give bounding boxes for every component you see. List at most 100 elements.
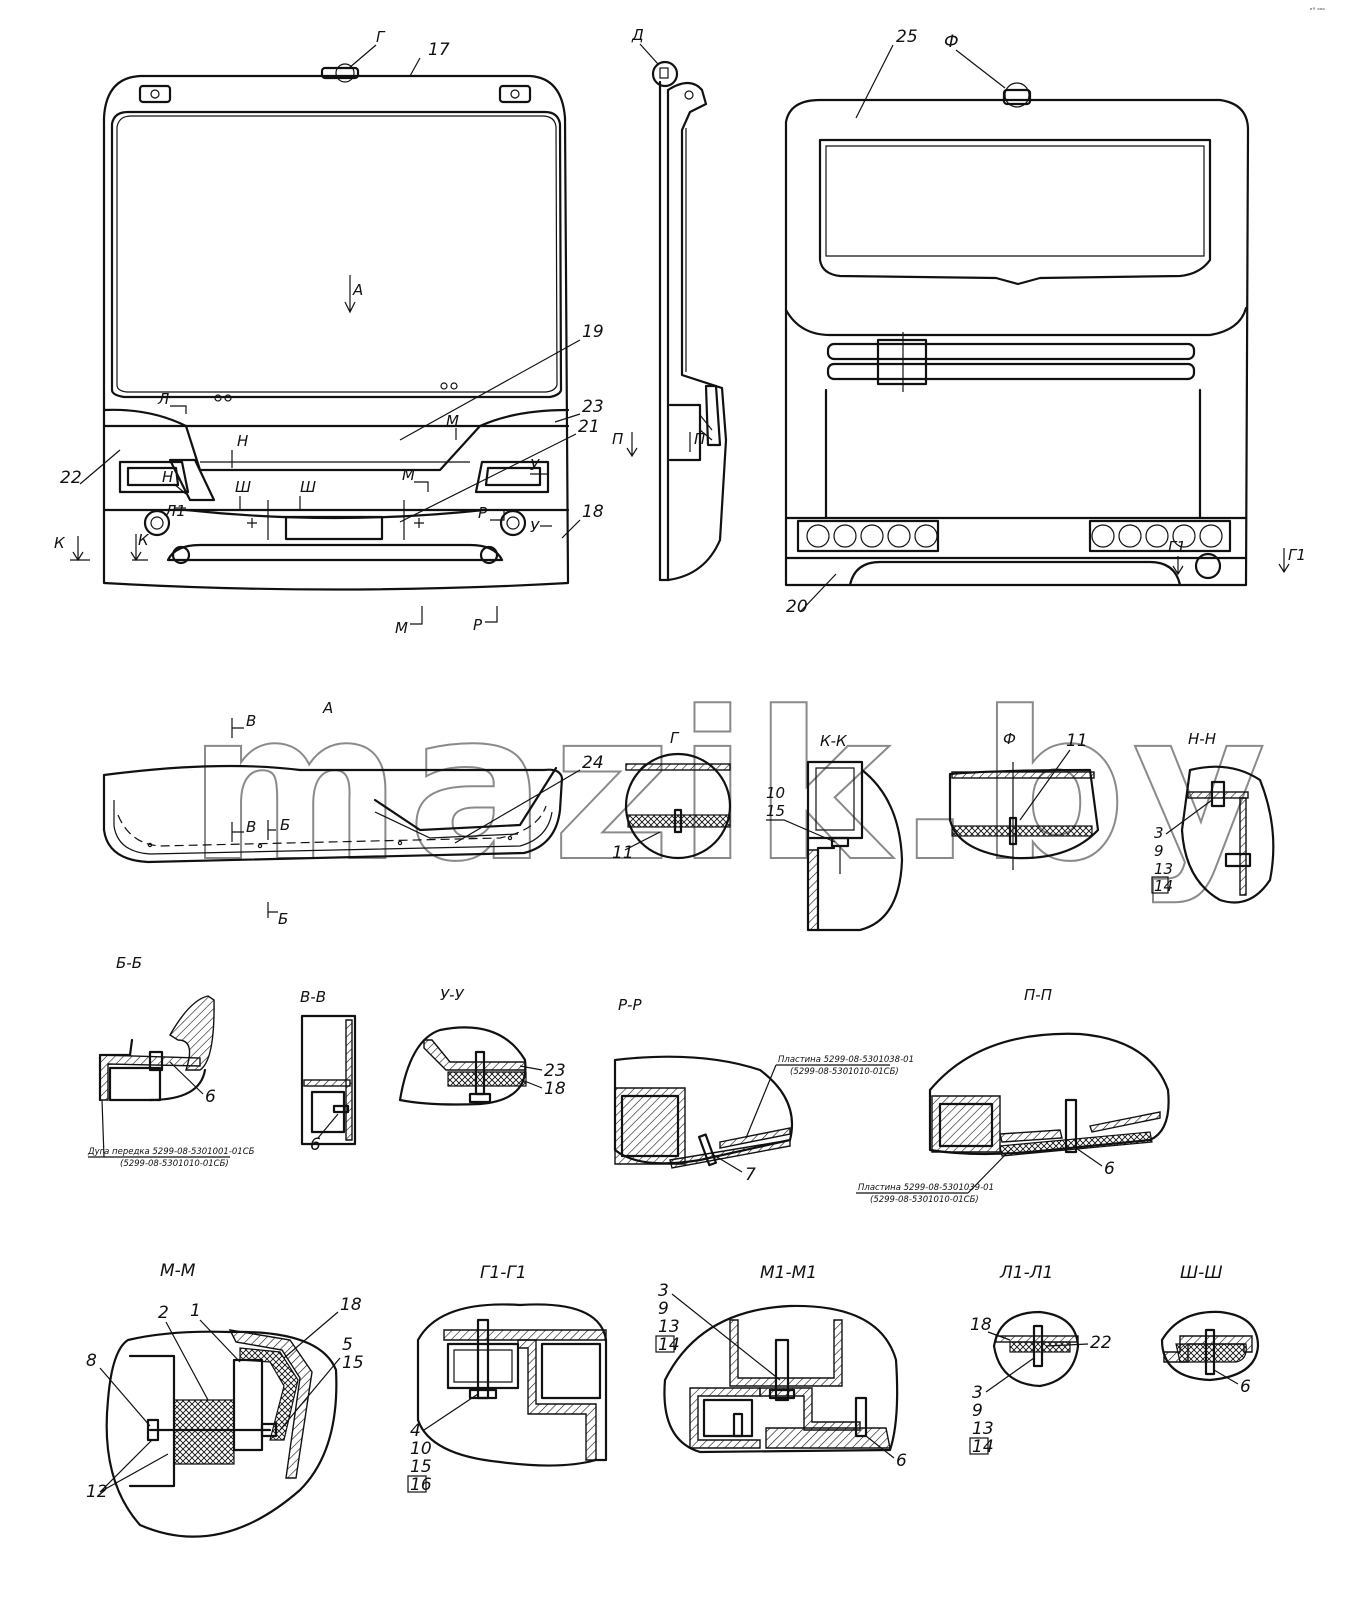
callout-label: 25	[896, 27, 918, 47]
callout-label: 11	[612, 843, 634, 863]
callout-label: 6	[896, 1451, 907, 1471]
callout-label: К	[54, 534, 66, 552]
detail-g1g1: Г1-Г1 4 10 15 16	[407, 1263, 608, 1495]
callout-label: 15	[342, 1353, 364, 1373]
callout-label: Г1	[1168, 538, 1186, 556]
callout-label: Н	[162, 468, 173, 486]
detail-uu: У-У 23 18	[398, 986, 566, 1106]
callout-label: 9	[1154, 842, 1164, 860]
callout-label: Л	[157, 390, 169, 408]
callout-label: Ш-Ш	[1180, 1263, 1223, 1283]
callout-label: 10	[766, 784, 785, 802]
detail-pp: П-П 6 Пластина 5299-08-5301039-01 (5299-…	[856, 986, 1170, 1205]
callout-label: 6	[205, 1087, 216, 1107]
callout-label: 21	[578, 417, 600, 437]
callout-label: Ш	[300, 478, 316, 496]
callout-label: М-М	[160, 1261, 196, 1281]
callout-label: Д	[631, 26, 644, 44]
callout-label: У-У	[440, 986, 465, 1004]
callout-label: М	[402, 466, 415, 484]
callout-label: Ф	[944, 32, 959, 52]
callout-label: 23	[544, 1061, 566, 1081]
callout-label: 19	[582, 322, 604, 342]
callout-label: 15	[410, 1457, 432, 1477]
callout-label: 14	[658, 1335, 680, 1355]
detail-l1l1: Л1-Л1 18 22 3 9 13 14	[969, 1263, 1112, 1457]
detail-f: Ф 11	[948, 730, 1100, 870]
front-view	[102, 63, 570, 591]
detail-rr: Р-Р 7 Пластина 5299-08-5301038-01 (5299-…	[613, 996, 914, 1185]
callout-label: Б-Б	[116, 954, 142, 972]
detail-mm: М-М 2 1 18 8 5 15 12	[86, 1261, 364, 1538]
callout-label: 8	[86, 1351, 97, 1371]
callout-label: 13	[972, 1419, 994, 1439]
callout-label: Г1-Г1	[480, 1263, 527, 1283]
callout-label: А	[322, 699, 333, 717]
callout-label: Б	[280, 816, 290, 834]
callout-label: 13	[658, 1317, 680, 1337]
callout-label: М1-М1	[760, 1263, 817, 1283]
callout-label: Дуга передка 5299-08-5301001-01СБ	[87, 1147, 255, 1157]
callout-label: 3	[1154, 824, 1164, 842]
detail-nn: Н-Н 3 9 13 14	[1151, 730, 1275, 904]
callout-label: Н-Н	[1188, 730, 1216, 748]
callout-label: К-К	[820, 732, 848, 750]
watermark: mazik.by	[188, 669, 1272, 907]
callout-label: 24	[582, 753, 604, 773]
callout-label: 9	[658, 1299, 669, 1319]
callout-label: 11	[1066, 731, 1088, 751]
callout-label: Ф	[1003, 730, 1016, 748]
callout-label: В-В	[300, 988, 326, 1006]
front-view-labels: Г 17 19 23 21 22 18 А Л Н Н Л1 М М Ш Ш Р…	[54, 28, 604, 637]
callout-label: У	[530, 456, 540, 474]
callout-label: Б	[278, 910, 288, 928]
detail-a: А В В Б Б 24	[102, 699, 604, 928]
callout-label: Н	[237, 432, 248, 450]
callout-label: (5299-08-5301010-01СБ)	[790, 1067, 899, 1077]
callout-label: 18	[582, 502, 604, 522]
callout-label: 18	[970, 1315, 992, 1335]
detail-m1m1: М1-М1 3 9 13 14 6	[655, 1263, 907, 1471]
callout-label: Л1	[164, 502, 186, 520]
callout-label: 15	[766, 802, 785, 820]
rear-view-labels: 25 Ф 20 Г1 Г1	[786, 27, 1306, 617]
callout-label: А	[352, 281, 363, 299]
callout-label: (5299-08-5301010-01СБ)	[870, 1195, 979, 1205]
callout-label: 5	[342, 1335, 353, 1355]
callout-label: 23	[582, 397, 604, 417]
detail-kk: К-К 10 15	[766, 732, 904, 932]
callout-label: 6	[310, 1135, 321, 1155]
detail-shsh: Ш-Ш 6	[1160, 1263, 1260, 1397]
callout-label: 20	[786, 597, 808, 617]
side-view-labels: Д П П	[612, 26, 705, 458]
callout-label: К	[138, 531, 150, 549]
callout-label: 14	[1154, 877, 1173, 895]
callout-label: 22	[60, 468, 82, 488]
callout-label: 18	[544, 1079, 566, 1099]
callout-label: 3	[972, 1383, 983, 1403]
callout-label: Пластина 5299-08-5301039-01	[858, 1183, 994, 1193]
callout-label: 9	[972, 1401, 983, 1421]
callout-label: М	[446, 412, 459, 430]
detail-vv: В-В 6	[300, 988, 357, 1155]
callout-label: 22	[1090, 1333, 1112, 1353]
rear-view	[784, 82, 1250, 587]
callout-label: 6	[1104, 1159, 1115, 1179]
detail-bb: Б-Б 6 Дуга передка 5299-08-5301001-01СБ …	[87, 954, 255, 1169]
callout-label: В	[246, 818, 256, 836]
callout-label: П	[612, 430, 623, 448]
callout-label: У	[530, 518, 540, 536]
callout-label: П	[694, 430, 705, 448]
callout-label: 18	[340, 1295, 362, 1315]
callout-label: М	[395, 619, 408, 637]
callout-label: Г1	[1288, 546, 1306, 564]
callout-label: 1	[190, 1301, 201, 1321]
callout-label: В	[246, 712, 256, 730]
callout-label: 4	[410, 1421, 421, 1441]
callout-label: 17	[428, 40, 450, 60]
callout-label: Г	[376, 28, 386, 46]
callout-label: Р	[478, 504, 488, 522]
callout-label: 14	[972, 1437, 994, 1457]
callout-label: 13	[1154, 860, 1173, 878]
